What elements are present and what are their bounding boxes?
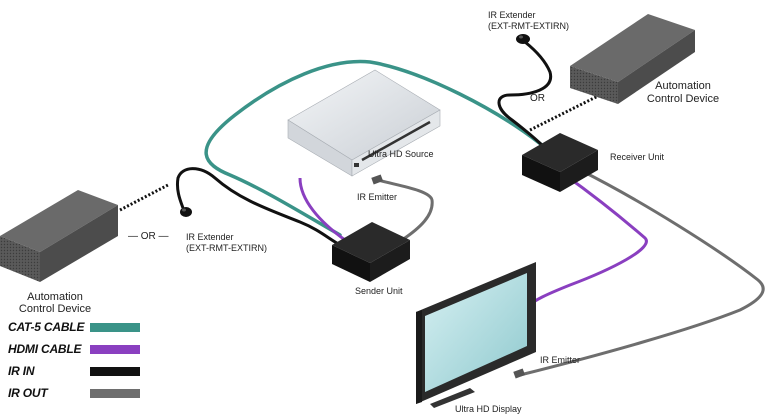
legend-swatch-ir-in (90, 366, 140, 376)
legend-item-ir-in: IR IN (8, 363, 140, 379)
hdmi-cable (298, 173, 648, 308)
or-left-label: — OR — (128, 231, 169, 242)
ir-extender-top-label: IR Extender (488, 10, 536, 20)
ultra-hd-source-label: Ultra HD Source (368, 149, 434, 159)
ir-in-cable (176, 40, 553, 248)
or-top-label: OR (530, 93, 545, 104)
or-left-text: OR (140, 231, 156, 242)
automation-right-label-line2: Control Device (646, 93, 720, 105)
legend-item-cat5: CAT-5 CABLE (8, 319, 140, 335)
legend-label-cat5: CAT-5 CABLE (8, 320, 85, 334)
ir-emitter-top-label: IR Emitter (357, 192, 398, 202)
ir-extender-left-label: IR Extender (186, 232, 234, 242)
ir-extender-left (180, 207, 192, 217)
ultra-hd-source-device (287, 69, 441, 177)
ir-extender-top (516, 34, 530, 44)
ultra-hd-display-label: Ultra HD Display (455, 404, 522, 414)
ir-extender-top-model-label: (EXT-RMT-EXTIRN) (488, 21, 569, 31)
receiver-unit-device (522, 133, 598, 192)
automation-device-left (0, 190, 118, 282)
legend-swatch-hdmi (90, 344, 140, 354)
ultra-hd-display-device (416, 262, 536, 408)
legend-label-hdmi: HDMI CABLE (8, 342, 82, 356)
legend-label-ir-out: IR OUT (8, 386, 48, 400)
legend-swatch-ir-out (90, 388, 140, 398)
ir-emitter-bottom-label: IR Emitter (540, 355, 581, 365)
sender-unit-device (332, 222, 410, 282)
ir-extender-left-model-label: (EXT-RMT-EXTIRN) (186, 243, 267, 253)
legend-swatch-cat5 (90, 322, 140, 332)
legend-item-ir-out: IR OUT (8, 385, 140, 401)
ir-out-cable (371, 168, 765, 379)
legend-label-ir-in: IR IN (8, 364, 35, 378)
cat5-cable (204, 59, 550, 237)
automation-left-label-line1: Automation (27, 291, 83, 303)
serial-link-dotted (119, 88, 611, 212)
automation-device-right (570, 14, 695, 104)
receiver-unit-label: Receiver Unit (610, 152, 665, 162)
legend-item-hdmi: HDMI CABLE (8, 341, 140, 357)
automation-left-label-line2: Control Device (18, 303, 92, 315)
sender-unit-label: Sender Unit (355, 286, 403, 296)
automation-right-label-line1: Automation (655, 80, 711, 92)
